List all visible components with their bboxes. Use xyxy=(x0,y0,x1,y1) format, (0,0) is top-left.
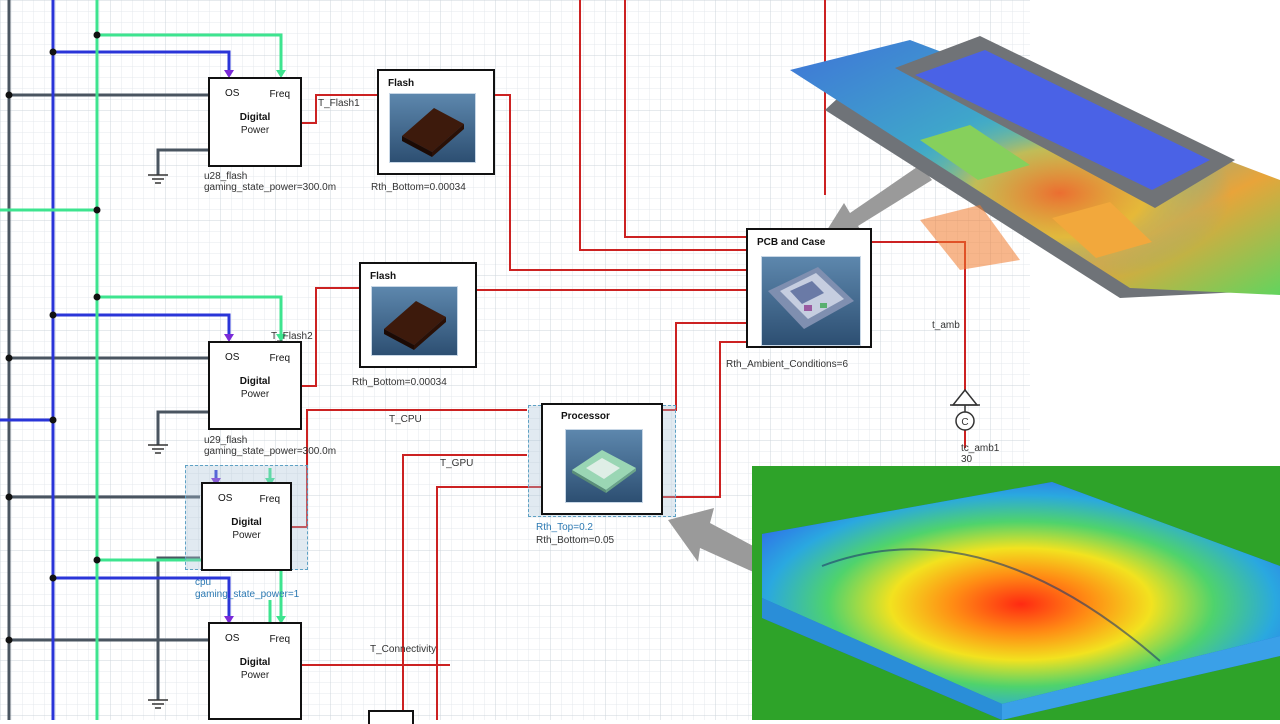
processor-param-bottom: Rth_Bottom=0.05 xyxy=(536,535,615,546)
freq-pin-arrows xyxy=(265,70,286,624)
component-title: Processor xyxy=(561,411,610,422)
thermal-wires xyxy=(292,0,966,720)
pcb-case-icon xyxy=(768,267,854,329)
flash-component-1[interactable]: Flash xyxy=(377,69,495,175)
flash2-param: Rth_Bottom=0.00034 xyxy=(352,377,447,388)
net-label-t-flash2: T_Flash2 xyxy=(271,331,313,342)
flash-chip-icon xyxy=(384,301,446,350)
flash-chip-thumbnail xyxy=(389,93,476,163)
block-subtitle: Power xyxy=(240,670,270,681)
freq-pin-label: Freq xyxy=(269,634,290,645)
processor-chip-icon xyxy=(572,450,636,493)
processor-thumbnail xyxy=(565,429,643,503)
pcb-thumbnail xyxy=(761,256,861,346)
flash1-param: Rth_Bottom=0.00034 xyxy=(371,182,466,193)
freq-pin-label: Freq xyxy=(269,89,290,100)
ground-symbols xyxy=(148,174,168,709)
digital-power-block-cpu[interactable]: OS Freq Digital Power xyxy=(201,482,292,571)
os-pin-label: OS xyxy=(225,633,240,644)
block-title: Digital xyxy=(239,376,271,387)
junction-dots xyxy=(5,31,101,644)
callout-arrows xyxy=(668,165,932,575)
net-label-t-connectivity: T_Connectivity xyxy=(370,644,437,655)
flash-chip-thumbnail xyxy=(371,286,458,356)
block-name-u28-flash: u28_flash xyxy=(204,171,248,182)
os-wires xyxy=(0,0,231,720)
pcb-thermal-image xyxy=(790,36,1280,298)
block-title: Digital xyxy=(231,517,262,528)
component-title: PCB and Case xyxy=(757,237,826,248)
net-label-t-gpu: T_GPU xyxy=(440,458,474,469)
block-param-u29-flash: gaming_state_power=300.0m xyxy=(204,446,337,457)
os-pin-label: OS xyxy=(225,88,240,99)
block-subtitle: Power xyxy=(232,530,261,541)
partial-block-bottom[interactable] xyxy=(368,710,414,724)
freq-pin-label: Freq xyxy=(259,494,280,505)
block-param-u28-flash: gaming_state_power=300.0m xyxy=(204,182,337,193)
pcb-thermal-render xyxy=(790,30,1280,300)
pcb-param: Rth_Ambient_Conditions=6 xyxy=(726,359,849,370)
block-subtitle: Power xyxy=(240,125,270,136)
flash-component-2[interactable]: Flash xyxy=(359,262,477,368)
source-name: tc_amb1 xyxy=(961,443,1000,454)
freq-pin-label: Freq xyxy=(269,353,290,364)
digital-power-block-u28[interactable]: OS Freq Digital Power xyxy=(208,77,302,167)
block-param-cpu: gaming_state_power=1 xyxy=(195,589,300,600)
processor-thermal-image xyxy=(762,482,1280,720)
digital-power-block-u29[interactable]: OS Freq Digital Power xyxy=(208,341,302,430)
block-name-cpu: cpu xyxy=(195,577,212,588)
block-subtitle: Power xyxy=(240,389,270,400)
os-pin-label: OS xyxy=(225,352,240,363)
os-pin-label: OS xyxy=(218,493,233,504)
flash-chip-icon xyxy=(402,108,464,157)
source-symbol-letter: C xyxy=(961,417,968,428)
block-title: Digital xyxy=(239,657,271,668)
processor-component[interactable]: Processor xyxy=(541,403,663,515)
net-label-t-cpu: T_CPU xyxy=(389,414,422,425)
net-label-t-amb: t_amb xyxy=(932,320,960,331)
digital-power-block-connectivity[interactable]: OS Freq Digital Power xyxy=(208,622,302,720)
pcb-and-case-component[interactable]: PCB and Case xyxy=(746,228,872,348)
net-label-t-flash1: T_Flash1 xyxy=(318,98,360,109)
component-title: Flash xyxy=(388,78,415,89)
processor-param-top: Rth_Top=0.2 xyxy=(536,522,593,533)
processor-thermal-render xyxy=(752,466,1280,720)
source-value: 30 xyxy=(961,454,973,465)
component-title: Flash xyxy=(370,271,397,282)
block-title: Digital xyxy=(239,112,271,123)
block-name-u29-flash: u29_flash xyxy=(204,435,248,446)
ambient-source-symbol[interactable] xyxy=(950,388,980,431)
